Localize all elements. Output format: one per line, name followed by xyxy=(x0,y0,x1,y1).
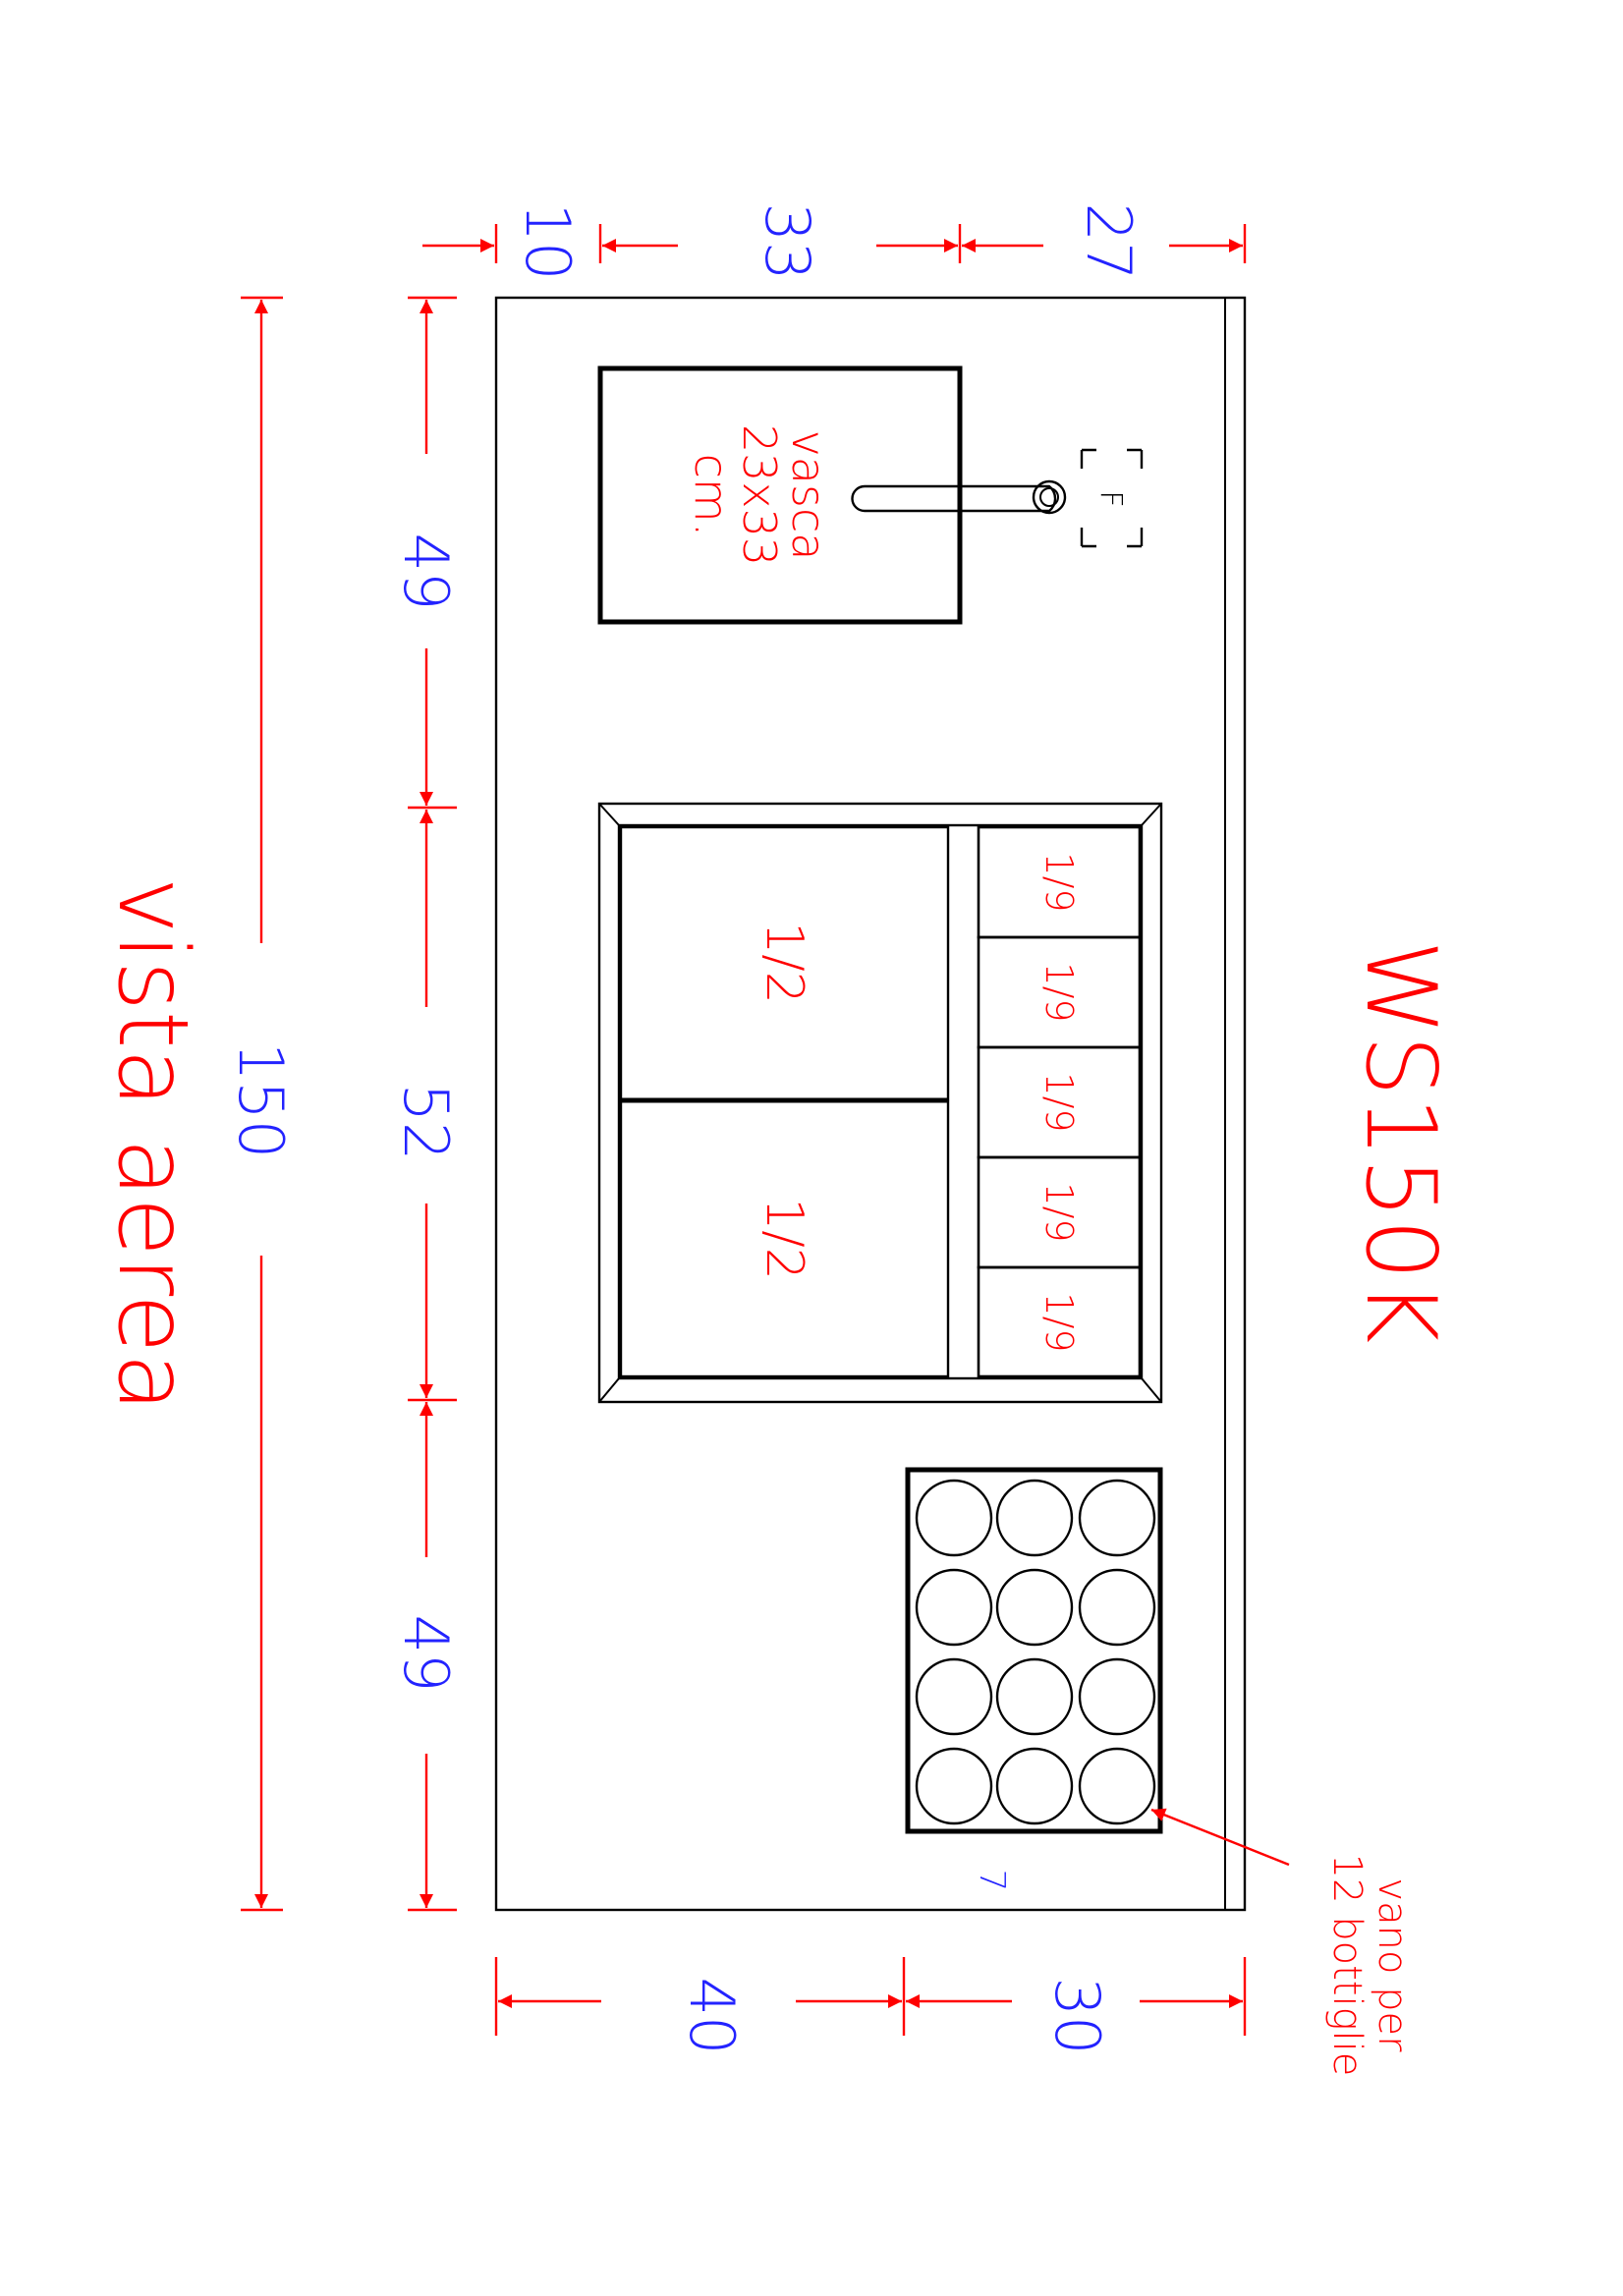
bottle-slot xyxy=(1078,1479,1156,1557)
ninth-pan-label-1: 1/9 xyxy=(1037,852,1081,912)
countertop-outline xyxy=(494,296,1247,1912)
bottle-slot xyxy=(1078,1657,1156,1736)
faucet-label: F xyxy=(1093,490,1128,507)
ninth-pan-label-4: 1/9 xyxy=(1037,1182,1081,1242)
dim-depth-top-2: 33 xyxy=(752,203,823,281)
bottle-slot xyxy=(1078,1568,1156,1647)
sink-label-line-1: vasca xyxy=(782,430,835,561)
bottle-leader xyxy=(1150,1808,1290,1867)
ninth-pan-label-5: 1/9 xyxy=(1037,1292,1081,1352)
bottle-slot xyxy=(915,1747,993,1825)
bottle-slot xyxy=(995,1747,1074,1825)
bottle-slot xyxy=(915,1657,993,1736)
dim-depth-bottom xyxy=(494,1957,1247,2036)
dim-depth-top xyxy=(422,224,1247,263)
bottle-label-line-1: vano per xyxy=(1370,1877,1415,2052)
half-pans xyxy=(619,825,950,1378)
bottle-slot xyxy=(995,1568,1074,1647)
dim-depth-top-1: 10 xyxy=(512,203,584,281)
ninth-pan-label-3: 1/9 xyxy=(1037,1072,1081,1132)
dim-depth-bottom-1: 40 xyxy=(676,1978,748,2055)
dim-depth-bottom-2: 30 xyxy=(1041,1978,1113,2055)
bottle-slot xyxy=(995,1479,1074,1557)
pan-frame xyxy=(597,802,1163,1404)
dim-length-segments xyxy=(408,296,457,1912)
bottle-grid xyxy=(915,1479,1156,1825)
dim-length-3: 49 xyxy=(390,1615,462,1693)
dim-length-2: 52 xyxy=(390,1084,462,1161)
sink-label-line-3: cm. xyxy=(685,454,738,537)
sink-basin xyxy=(597,365,963,625)
faucet-spout xyxy=(851,479,1067,515)
bottle-slot xyxy=(995,1657,1074,1736)
small-mark: 7 xyxy=(972,1870,1012,1892)
half-pan-label-1: 1/2 xyxy=(755,922,813,1004)
sink-label-line-2: 23x33 xyxy=(733,424,786,566)
ninth-pans xyxy=(977,825,1142,1378)
dim-total-length-label: 150 xyxy=(225,1042,297,1158)
bottle-slot xyxy=(915,1568,993,1647)
dim-length-1: 49 xyxy=(390,533,462,611)
bottle-slot xyxy=(1078,1747,1156,1825)
dim-total-length xyxy=(241,296,283,1912)
bottle-slot xyxy=(915,1479,993,1557)
half-pan-label-2: 1/2 xyxy=(755,1198,813,1280)
ninth-pan-label-2: 1/9 xyxy=(1037,962,1081,1022)
bottle-label-line-2: 12 bottiglie xyxy=(1324,1854,1370,2077)
model-title: WS150K xyxy=(1344,940,1456,1343)
bottle-compartment xyxy=(905,1467,1163,1834)
dim-depth-top-3: 27 xyxy=(1073,203,1145,281)
view-label: vista aerea xyxy=(96,877,208,1413)
faucet-symbol xyxy=(1080,448,1144,548)
